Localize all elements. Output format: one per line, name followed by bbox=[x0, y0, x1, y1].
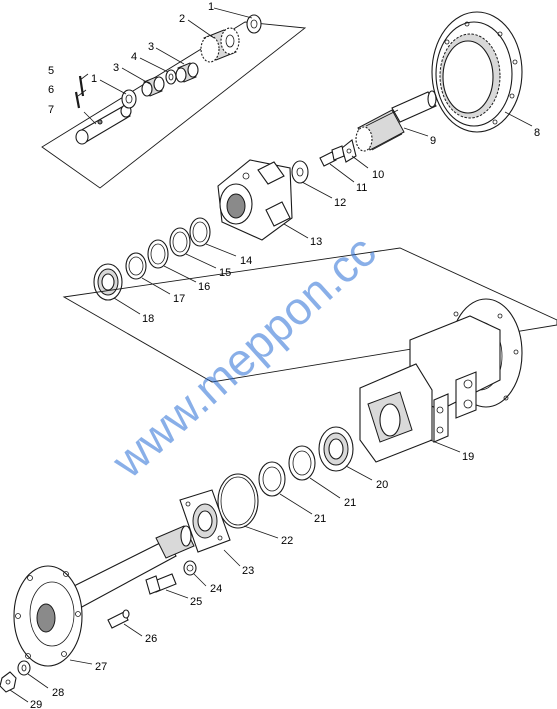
callout-1-lower: 1 bbox=[91, 73, 97, 85]
part-18-bearing bbox=[93, 263, 123, 301]
part-11-bolt bbox=[319, 145, 345, 167]
callout-9: 9 bbox=[430, 135, 436, 147]
part-19-axle-housing bbox=[359, 298, 523, 463]
part-22-o-ring bbox=[217, 473, 259, 529]
callout-25: 25 bbox=[190, 596, 202, 608]
part-27-axle-shaft bbox=[13, 525, 195, 667]
planet-assembly-frame bbox=[41, 21, 307, 189]
part-23-seal-carrier bbox=[179, 489, 231, 553]
part-24-nut bbox=[183, 560, 197, 576]
callout-13: 13 bbox=[310, 236, 322, 248]
callout-22: 22 bbox=[281, 535, 293, 547]
part-9-sun-gear-shaft bbox=[355, 90, 437, 152]
leader-lines bbox=[9, 7, 533, 703]
part-12-washer bbox=[291, 160, 309, 184]
callout-18: 18 bbox=[142, 313, 154, 325]
callout-21-left: 21 bbox=[314, 513, 326, 525]
part-29-nut bbox=[0, 671, 17, 693]
callout-2: 2 bbox=[179, 13, 185, 25]
part-25-bolt bbox=[145, 573, 177, 595]
callout-14: 14 bbox=[240, 255, 252, 267]
part-17-snap-ring bbox=[125, 252, 147, 280]
callout-4: 4 bbox=[131, 51, 137, 63]
callout-labels: 1 2 3 4 3 5 1 6 7 8 9 10 11 12 13 14 15 … bbox=[30, 1, 540, 709]
part-14-snap-ring bbox=[189, 217, 211, 247]
callout-3-upper: 3 bbox=[148, 41, 154, 53]
housing-assembly-frame bbox=[62, 247, 557, 383]
part-21-snap-ring-b bbox=[258, 461, 286, 497]
callout-16: 16 bbox=[198, 281, 210, 293]
part-3-needle-bearing-upper bbox=[175, 62, 199, 83]
callout-11: 11 bbox=[356, 182, 367, 194]
callout-8: 8 bbox=[534, 127, 540, 139]
callout-12: 12 bbox=[334, 197, 346, 209]
part-3-needle-bearing-lower bbox=[141, 76, 165, 97]
part-7-planet-pin bbox=[75, 104, 132, 145]
part-20-bearing bbox=[318, 426, 354, 472]
part-21-snap-ring-a bbox=[288, 445, 316, 481]
callout-20: 20 bbox=[376, 479, 388, 491]
part-8-ring-gear bbox=[431, 11, 523, 133]
part-10-lock-plate bbox=[341, 139, 357, 163]
callout-5: 5 bbox=[48, 65, 54, 77]
callout-23: 23 bbox=[242, 565, 254, 577]
callout-15: 15 bbox=[219, 267, 231, 279]
callout-27: 27 bbox=[95, 661, 107, 673]
callout-3-lower: 3 bbox=[113, 62, 119, 74]
callout-10: 10 bbox=[372, 169, 384, 181]
part-28-washer bbox=[17, 660, 31, 676]
part-15-shim bbox=[169, 227, 191, 257]
callout-7: 7 bbox=[48, 104, 54, 116]
callout-26: 26 bbox=[145, 633, 157, 645]
part-6-pin bbox=[74, 91, 81, 109]
part-13-planet-carrier bbox=[217, 159, 293, 241]
callout-29: 29 bbox=[30, 699, 42, 709]
callout-28: 28 bbox=[52, 687, 64, 699]
callout-24: 24 bbox=[210, 583, 222, 595]
callout-1-upper: 1 bbox=[208, 1, 214, 13]
callout-19: 19 bbox=[462, 451, 474, 463]
part-2-planet-gear bbox=[200, 27, 240, 63]
callout-21-right: 21 bbox=[344, 497, 356, 509]
part-1-thrust-washer-upper bbox=[246, 14, 262, 34]
part-26-stud bbox=[107, 609, 130, 629]
callout-17: 17 bbox=[173, 293, 185, 305]
part-1-thrust-washer-lower bbox=[121, 89, 137, 109]
part-16-shim bbox=[147, 239, 169, 269]
callout-6: 6 bbox=[48, 84, 54, 96]
